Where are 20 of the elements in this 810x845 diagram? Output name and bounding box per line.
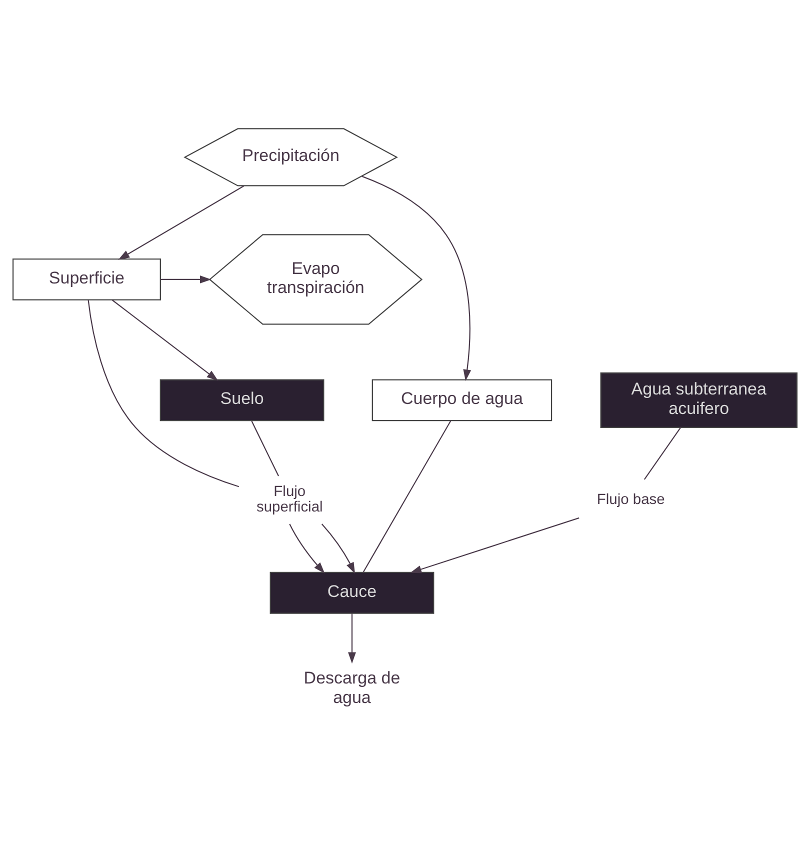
connector: [362, 420, 452, 573]
connector: [88, 300, 240, 488]
node-box: Cauce: [270, 572, 434, 614]
arrow: [410, 517, 580, 574]
node-text: Flujo superficial: [256, 484, 323, 516]
connector: [644, 427, 682, 480]
node-box: Cuerpo de agua: [372, 379, 552, 422]
arrow: [348, 614, 356, 664]
arrow: [112, 299, 218, 381]
node-text: Descarga de agua: [304, 668, 400, 707]
arrow: [160, 275, 212, 284]
arrow: [118, 185, 244, 260]
node-box: Superficie: [12, 258, 161, 300]
arrow: [362, 176, 472, 381]
node-box: Agua subterranea acuifero: [600, 372, 798, 428]
node-text: Flujo base: [596, 492, 665, 508]
arrow: [289, 524, 325, 574]
node-box: Suelo: [160, 379, 324, 422]
arrow: [321, 524, 356, 574]
connector: [251, 420, 280, 476]
